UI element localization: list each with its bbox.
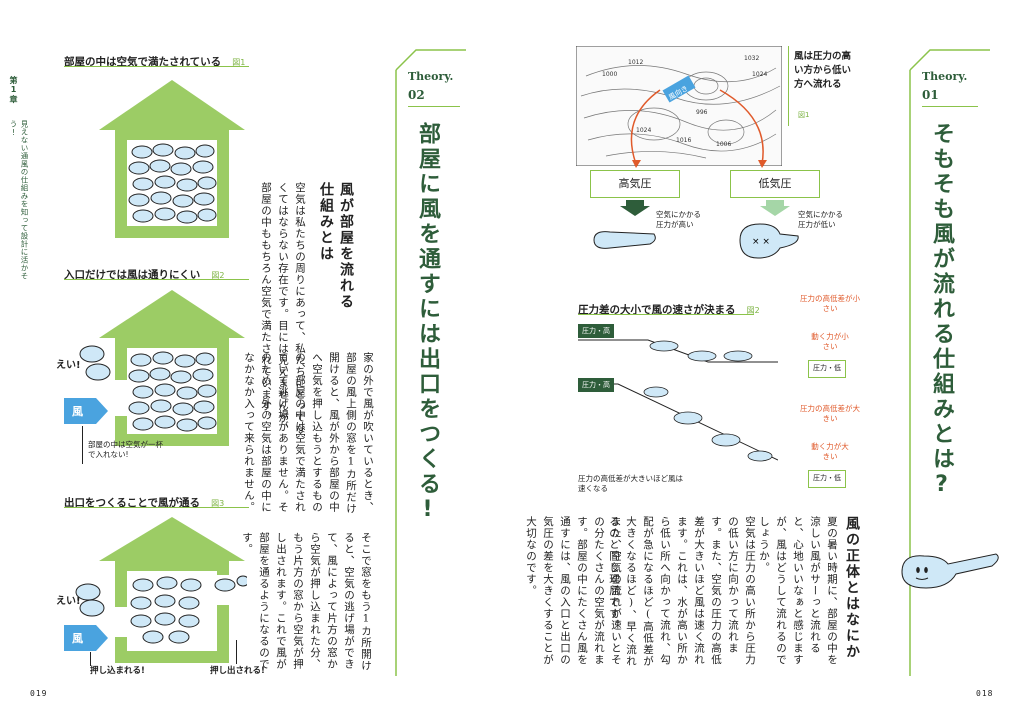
- svg-text:1024: 1024: [636, 127, 651, 134]
- diff-small-label: 圧力の高低差が小さい: [800, 294, 860, 313]
- high-pressure-box: 高気圧: [590, 170, 680, 198]
- left-paragraph-2-col: 家の外で風が吹いているとき、部屋の風上側の窓を1カ所だけ開けると、風が外から部屋…: [243, 352, 374, 515]
- wind-ghosts-icon-2: [75, 583, 105, 617]
- ghost-mascot-icon: [901, 553, 999, 589]
- p-high-label-1: 圧力・高: [578, 324, 614, 338]
- right-paragraph-2: 空気は圧力の高い所から圧力の低い方に向かって流れます。また、空気の圧力の高低差が…: [608, 516, 756, 667]
- p-low-label-2: 圧力・低: [808, 470, 846, 488]
- diff-large-label: 圧力の高低差が大きい: [800, 404, 860, 423]
- pressure-slope-diagram: [578, 339, 778, 462]
- figure2-right-title: 圧力差の大小で風の速さが決まる: [578, 304, 736, 316]
- house-diagram-3: [99, 517, 247, 663]
- svg-text:1016: 1016: [676, 137, 691, 144]
- pressure-arrows: [630, 89, 767, 168]
- figure2-wind-label: 風: [72, 405, 83, 418]
- chapter-subtitle: 見えない通風の仕組みを知って設計に活かそう!: [9, 120, 29, 280]
- low-pressure-box: 低気圧: [730, 170, 820, 198]
- figure2-right-number: 図2: [746, 306, 760, 315]
- svg-text:1012: 1012: [628, 59, 643, 66]
- theory01-title: そもそも風が流れる仕組みとは?: [929, 122, 954, 500]
- left-subhead: 風が部屋を流れる仕組みとは: [318, 182, 354, 310]
- left-paragraph-3: そこで窓をもう1カ所開けると、空気の逃げ場ができて、風によって片方の窓から空気が…: [241, 532, 372, 672]
- low-pressure-note: 空気にかかる圧力が低い: [798, 210, 843, 229]
- wind-ghosts-icon: [79, 345, 111, 381]
- figure3-shout: えい!: [56, 596, 81, 607]
- high-down-arrow-icon: [620, 200, 650, 216]
- p-high-label-2: 圧力・高: [578, 378, 614, 392]
- svg-text:1000: 1000: [602, 71, 617, 78]
- figure1-caption: 風は圧力の高い方から低い方へ流れる: [794, 51, 852, 90]
- figure3-push-in: 押し込まれる!: [90, 666, 145, 676]
- left-paragraph-1: 空気は私たちの周りにあって、私たちにとってなくてはならない存在です。目には見えま…: [260, 182, 306, 435]
- figure2-title-row: 入口だけでは風は通りにくい 図2: [64, 263, 224, 282]
- relaxed-ghost-icon: × ×: [739, 223, 799, 259]
- theory01-number: 01: [922, 88, 939, 102]
- chapter-label: 第1章: [9, 76, 18, 104]
- force-small-label: 動く力が小さい: [811, 332, 849, 351]
- figure2-title: 入口だけでは風は通りにくい: [64, 269, 201, 281]
- high-pressure-note: 空気にかかる圧力が高い: [656, 210, 701, 229]
- force-large-label: 動く力が大きい: [811, 442, 849, 461]
- weather-map: 1012 1000 1032 1024 996 1024 1006 1016: [576, 46, 782, 166]
- theory01-label: Theory.: [922, 70, 968, 83]
- figure3-title-row: 出口をつくることで風が通る 図3: [64, 491, 224, 510]
- figure3-number: 図3: [211, 499, 225, 508]
- figure1-number: 図1: [232, 58, 246, 67]
- squashed-ghost-icon: [593, 231, 656, 249]
- right-subhead: 風の正体とはなにか: [844, 516, 860, 660]
- right-paragraph-3: また、空気の流れが速いとその分たくさんの空気が流れます。部屋の中にたくさん風を通…: [525, 516, 622, 666]
- svg-text:996: 996: [696, 109, 708, 116]
- svg-text:1024: 1024: [752, 71, 767, 78]
- figure2-number: 図2: [211, 271, 225, 280]
- p-low-label-1: 圧力・低: [808, 360, 846, 378]
- house-diagram-2: [99, 290, 245, 446]
- figure3-wind-label: 風: [72, 632, 83, 645]
- right-page-number: 018: [976, 689, 994, 698]
- figure1-number-right: 図1: [798, 111, 810, 119]
- figure2-note: 部屋の中は空気が一杯で入れない!: [88, 440, 163, 459]
- figure3-wind-arrow: 風: [64, 625, 108, 651]
- theory02-title: 部屋に風を通すには出口をつくる!: [415, 122, 440, 525]
- figure2-shout: えい!: [56, 360, 81, 371]
- right-paragraph-1: 夏の暑い時期に、部屋の中を涼しい風がサーっと流れると、心地いいなぁと感じますが、…: [758, 516, 838, 666]
- figure3-title: 出口をつくることで風が通る: [64, 497, 200, 509]
- figure1-title: 部屋の中は空気で満たされている: [64, 56, 222, 68]
- theory02-label: Theory.: [408, 70, 454, 83]
- svg-text:1032: 1032: [744, 55, 759, 62]
- theory02-bracket: [395, 49, 466, 676]
- figure3-push-out: 押し出される!: [210, 666, 265, 676]
- svg-text:1006: 1006: [716, 141, 731, 148]
- figure2-note-right: 圧力の高低差が大きいほど風は速くなる: [578, 474, 683, 493]
- svg-text:× ×: × ×: [752, 237, 770, 247]
- low-down-arrow-icon: [760, 200, 790, 216]
- figure2-wind-arrow: 風: [64, 398, 108, 424]
- left-page-number: 019: [30, 689, 48, 698]
- theory02-number: 02: [408, 88, 425, 102]
- figure1-title-row: 部屋の中は空気で満たされている 図1: [64, 50, 245, 69]
- figure2-right-title-row: 圧力差の大小で風の速さが決まる 図2: [578, 298, 760, 317]
- house-diagram-1: [99, 80, 245, 238]
